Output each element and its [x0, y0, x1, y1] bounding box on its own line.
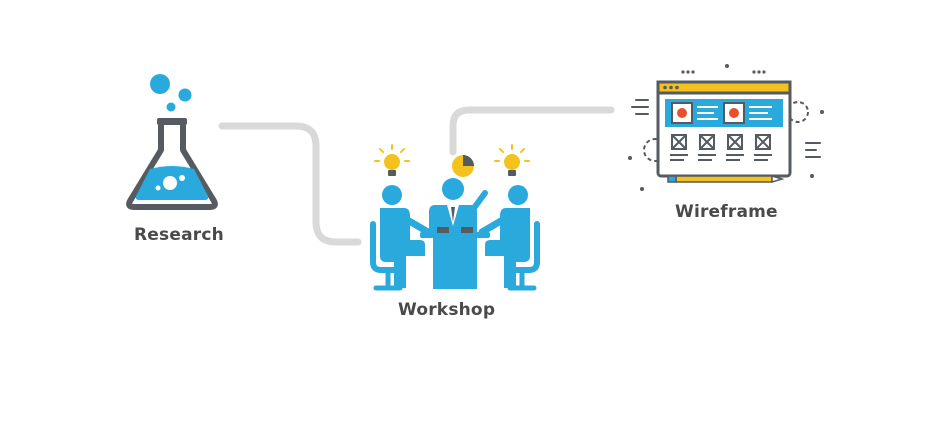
- pencil-icon: [667, 174, 785, 184]
- wireframe-icon: [628, 64, 824, 191]
- lightbulb-icon: [374, 144, 410, 176]
- step-label-research: Research: [134, 225, 224, 245]
- step-label-workshop: Workshop: [398, 300, 496, 320]
- meeting-icon: [370, 144, 540, 291]
- pie-chart-icon: [452, 155, 474, 177]
- flask-icon: [126, 74, 218, 210]
- connector-research-workshop: [218, 122, 362, 246]
- lightbulb-icon: [494, 144, 530, 176]
- connector-workshop-wireframe: [449, 106, 615, 156]
- step-label-wireframe: Wireframe: [675, 202, 778, 222]
